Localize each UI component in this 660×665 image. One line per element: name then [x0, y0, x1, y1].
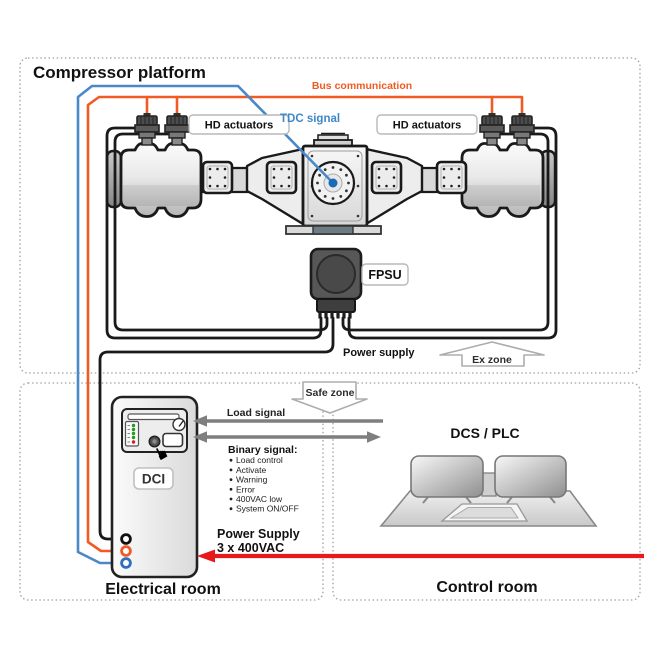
dci-power-wire	[98, 316, 335, 541]
electrical-room-label: Electrical room	[105, 581, 221, 598]
binary-signal-title: Binary signal:	[228, 444, 297, 456]
flange-pads	[201, 160, 468, 195]
left-compressor-shade	[123, 185, 199, 206]
hd-actuator-heads	[134, 113, 535, 146]
control-room-label: Control room	[436, 579, 537, 596]
right-compressor-body	[460, 142, 545, 218]
dcs-workstation	[379, 455, 598, 527]
binary-item: Error	[236, 484, 255, 494]
power-cable-left-outer	[105, 126, 323, 340]
load-signal-arrowhead	[193, 415, 207, 427]
dci-gauge-needle	[178, 420, 185, 427]
power-cable-right-outer	[347, 126, 558, 340]
hd-actuators-left-label: HD actuators	[205, 120, 273, 132]
power-supply-platform-label: Power supply	[343, 347, 415, 359]
platform-title: Compressor platform	[33, 63, 206, 82]
monitor-left	[410, 455, 484, 498]
compressor-platform-box	[19, 57, 641, 374]
dci-label: DCI	[142, 472, 165, 487]
hd-actuators-right-label-box	[376, 114, 478, 135]
binary-signal-arrowhead-left	[193, 431, 207, 443]
binary-item: Warning	[236, 475, 268, 485]
tdc-wire	[76, 84, 335, 565]
wiring	[76, 84, 558, 565]
fpsu-label-box	[361, 263, 409, 286]
power-cable-left-inner	[113, 132, 329, 332]
electrical-room-box	[19, 382, 324, 601]
power-supply-line1: Power Supply	[217, 527, 300, 541]
fpsu-window	[316, 254, 356, 294]
dci-label-box	[133, 467, 174, 490]
monitor-link-bar	[481, 472, 497, 497]
ex-zone-arrow	[439, 341, 545, 367]
mains-power-arrowhead	[197, 549, 215, 563]
tdc-signal-label: TDC signal	[280, 113, 340, 125]
dci-terminals	[120, 533, 132, 569]
terminal-orange	[120, 545, 132, 557]
safe-zone-label: Safe zone	[305, 387, 354, 399]
dcs-plc-label: DCS / PLC	[450, 425, 519, 441]
dci-status-leds	[127, 423, 136, 444]
binary-item: Load control	[236, 455, 283, 465]
binary-item: 400VAC low	[236, 494, 283, 504]
tdc-sensor-dot	[328, 178, 338, 188]
right-compressor-shade	[464, 185, 540, 206]
compressor-train	[105, 132, 557, 319]
dci-display-strip	[127, 413, 180, 421]
monitor-right	[494, 455, 567, 498]
fpsu-unit	[309, 247, 363, 319]
power-cable-right-inner	[341, 132, 550, 332]
hd-actuators-right-label: HD actuators	[393, 120, 461, 132]
binary-item: System ON/OFF	[236, 504, 299, 514]
power-supply-line2: 3 x 400VAC	[217, 541, 284, 555]
keyboard-inner	[449, 507, 519, 519]
bus-wire	[86, 95, 524, 553]
ex-zone-label: Ex zone	[472, 354, 512, 366]
crankcase-face-bolts	[310, 154, 360, 218]
binary-signal-list: Load control Activate Warning Error 400V…	[229, 455, 299, 514]
fpsu-label: FPSU	[368, 268, 401, 282]
bus-communication-label: Bus communication	[312, 80, 412, 92]
binary-signal-arrowhead-right	[367, 431, 381, 443]
binary-item: Activate	[236, 465, 267, 475]
safe-zone-arrow	[291, 381, 368, 414]
hd-actuators-left-label-box	[188, 114, 290, 135]
fpsu-connector	[316, 298, 356, 313]
dci-cabinet: ☛ DCI	[110, 395, 199, 579]
left-compressor-body	[119, 142, 203, 218]
monitor-stands	[422, 496, 556, 504]
dci-keypad	[162, 432, 184, 448]
signal-arrows	[193, 415, 383, 443]
fpsu-pins	[318, 311, 352, 319]
load-signal-label: Load signal	[227, 407, 285, 419]
terminal-black	[120, 533, 132, 545]
terminal-blue	[120, 557, 132, 569]
flange-bolt-circle	[316, 166, 350, 200]
